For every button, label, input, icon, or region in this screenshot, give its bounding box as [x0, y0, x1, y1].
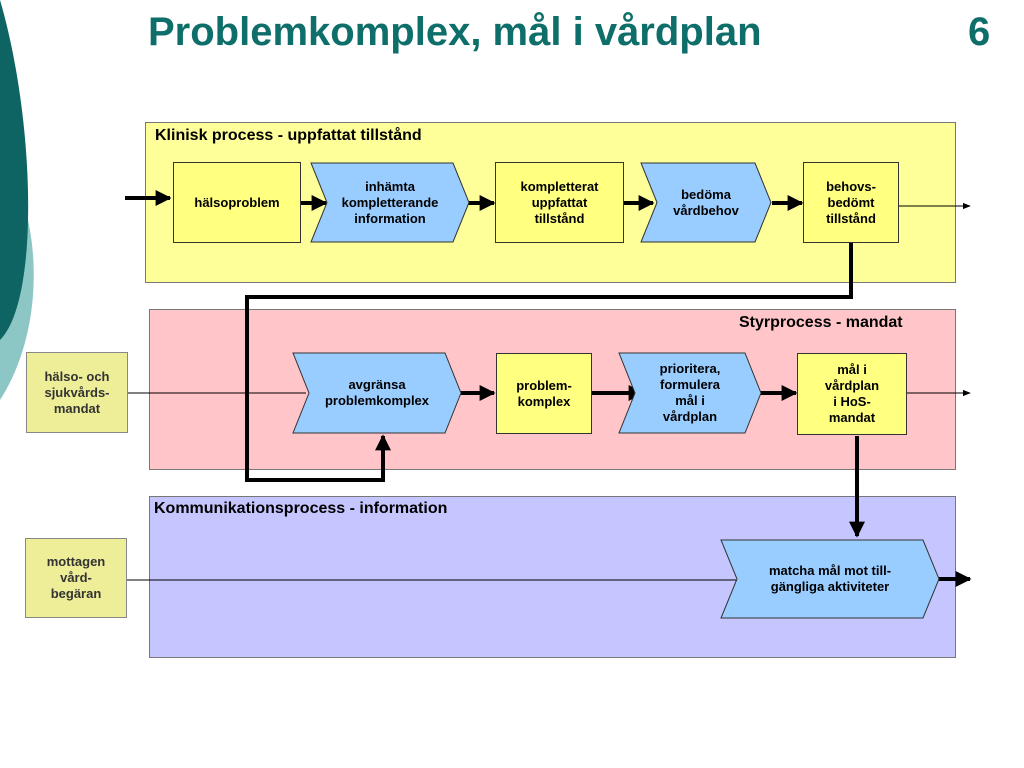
lane-komm-title: Kommunikationsprocess - information: [154, 500, 448, 517]
node-inhamta: inhämta kompletterande information: [310, 162, 470, 243]
node-halsoproblem: hälsoproblem: [173, 162, 301, 243]
node-kompletterat: kompletterat uppfattat tillstånd: [495, 162, 624, 243]
node-prioritera: prioritera, formulera mål i vårdplan: [618, 352, 762, 434]
decorative-shape: [0, 0, 34, 400]
chevron-shape: [618, 352, 762, 434]
node-inhamta-label: inhämta kompletterande information: [341, 178, 439, 226]
node-bedoma: bedöma vårdbehov: [640, 162, 772, 243]
lane-klinisk-title: Klinisk process - uppfattat tillstånd: [155, 127, 422, 144]
lane-komm: [149, 496, 956, 658]
node-mal: mål i vårdplan i HoS- mandat: [797, 353, 907, 435]
chevron-shape: [292, 352, 462, 434]
node-matcha-label: matcha mål mot till- gängliga aktivitete…: [768, 563, 892, 594]
slide-number: 6: [968, 10, 991, 54]
external-halso-mandat: hälso- och sjukvårds- mandat: [26, 352, 128, 433]
slide-title: Problemkomplex, mål i vårdplan: [148, 10, 762, 54]
lane-styr-title: Styrprocess - mandat: [739, 314, 903, 331]
node-problemkomplex: problem- komplex: [496, 353, 592, 434]
chevron-shape: [640, 162, 772, 243]
node-behovs: behovs- bedömt tillstånd: [803, 162, 899, 243]
external-mottagen: mottagen vård- begäran: [25, 538, 127, 618]
node-prioritera-label: prioritera, formulera mål i vårdplan: [659, 361, 721, 424]
node-bedoma-label: bedöma vårdbehov: [673, 186, 739, 218]
node-avgransa-label: avgränsa problemkomplex: [324, 377, 430, 408]
node-avgransa: avgränsa problemkomplex: [292, 352, 462, 434]
chevron-shape: [720, 539, 940, 619]
node-matcha: matcha mål mot till- gängliga aktivitete…: [720, 539, 940, 619]
chevron-shape: [310, 162, 470, 243]
